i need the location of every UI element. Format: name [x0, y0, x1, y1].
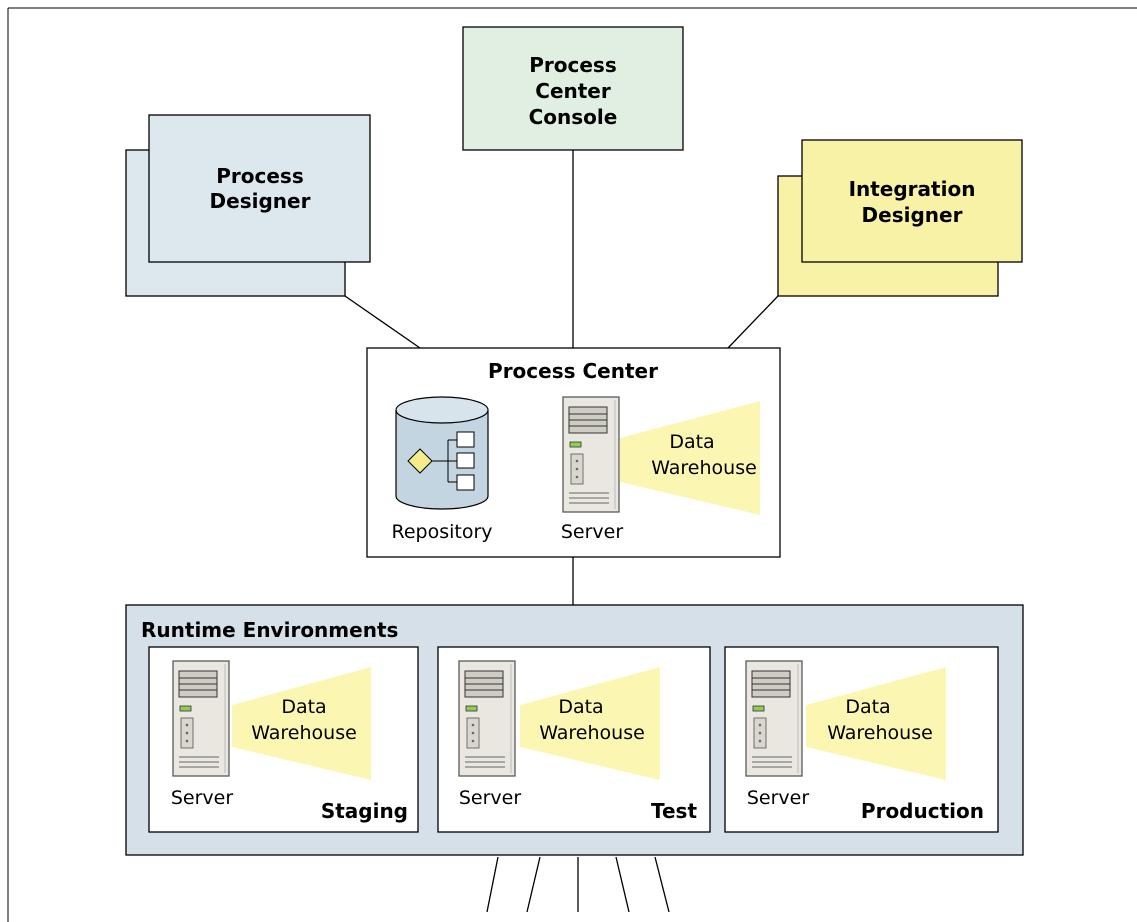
fanout-line — [615, 856, 630, 913]
environment-name: Staging — [321, 799, 408, 823]
fanout-line — [486, 856, 499, 913]
runtime-title: Runtime Environments — [141, 618, 398, 642]
environment-staging: Data Warehouse Server Staging — [148, 646, 419, 833]
warehouse-label-line1: Data — [558, 696, 603, 718]
server-label: Server — [747, 787, 809, 809]
runtime-environments-box: Runtime Environments Data Warehouse Serv… — [125, 604, 1024, 856]
fanout-line — [526, 856, 541, 913]
warehouse-label-line2: Warehouse — [651, 457, 757, 479]
process-designer-line1: Process — [216, 164, 304, 188]
warehouse-beam — [232, 667, 371, 780]
connector-designer — [344, 295, 421, 349]
warehouse-label-line1: Data — [845, 696, 890, 718]
integration-designer-box: Integration Designer — [777, 139, 1023, 297]
console-line1: Process — [529, 53, 617, 77]
process-designer-line2: Designer — [210, 189, 311, 213]
warehouse-label-line2: Warehouse — [251, 722, 357, 744]
environment-name: Production — [861, 799, 984, 823]
repository-label: Repository — [391, 521, 492, 543]
fanout-line — [654, 856, 670, 913]
warehouse-label-line1: Data — [669, 431, 714, 453]
process-center-title: Process Center — [488, 359, 658, 383]
warehouse-label-line1: Data — [281, 696, 326, 718]
warehouse-beam — [520, 667, 660, 780]
integration-designer-line2: Designer — [862, 203, 963, 227]
console-line2: Center — [535, 79, 611, 103]
server-label: Server — [171, 787, 233, 809]
process-center-box: Process Center Repository Data Warehouse… — [366, 347, 781, 558]
warehouse-beam — [620, 401, 760, 515]
environment-name: Test — [651, 799, 697, 823]
console-line3: Console — [529, 105, 618, 129]
warehouse-label-line2: Warehouse — [539, 722, 645, 744]
server-icon — [172, 660, 230, 777]
server-icon — [458, 660, 516, 777]
warehouse-label-line2: Warehouse — [827, 722, 933, 744]
process-center-console-box: Process Center Console — [462, 26, 684, 151]
process-designer-box: Process Designer — [125, 114, 371, 297]
server-icon — [562, 396, 620, 513]
server-label: Server — [459, 787, 521, 809]
integration-designer-line1: Integration — [849, 177, 976, 201]
connector-integration — [727, 295, 779, 349]
repository-icon — [395, 396, 489, 510]
server-label: Server — [561, 521, 623, 543]
environment-production: Data Warehouse Server Production — [724, 646, 999, 833]
warehouse-beam — [806, 667, 946, 780]
server-icon — [745, 660, 803, 777]
environment-test: Data Warehouse Server Test — [437, 646, 711, 833]
